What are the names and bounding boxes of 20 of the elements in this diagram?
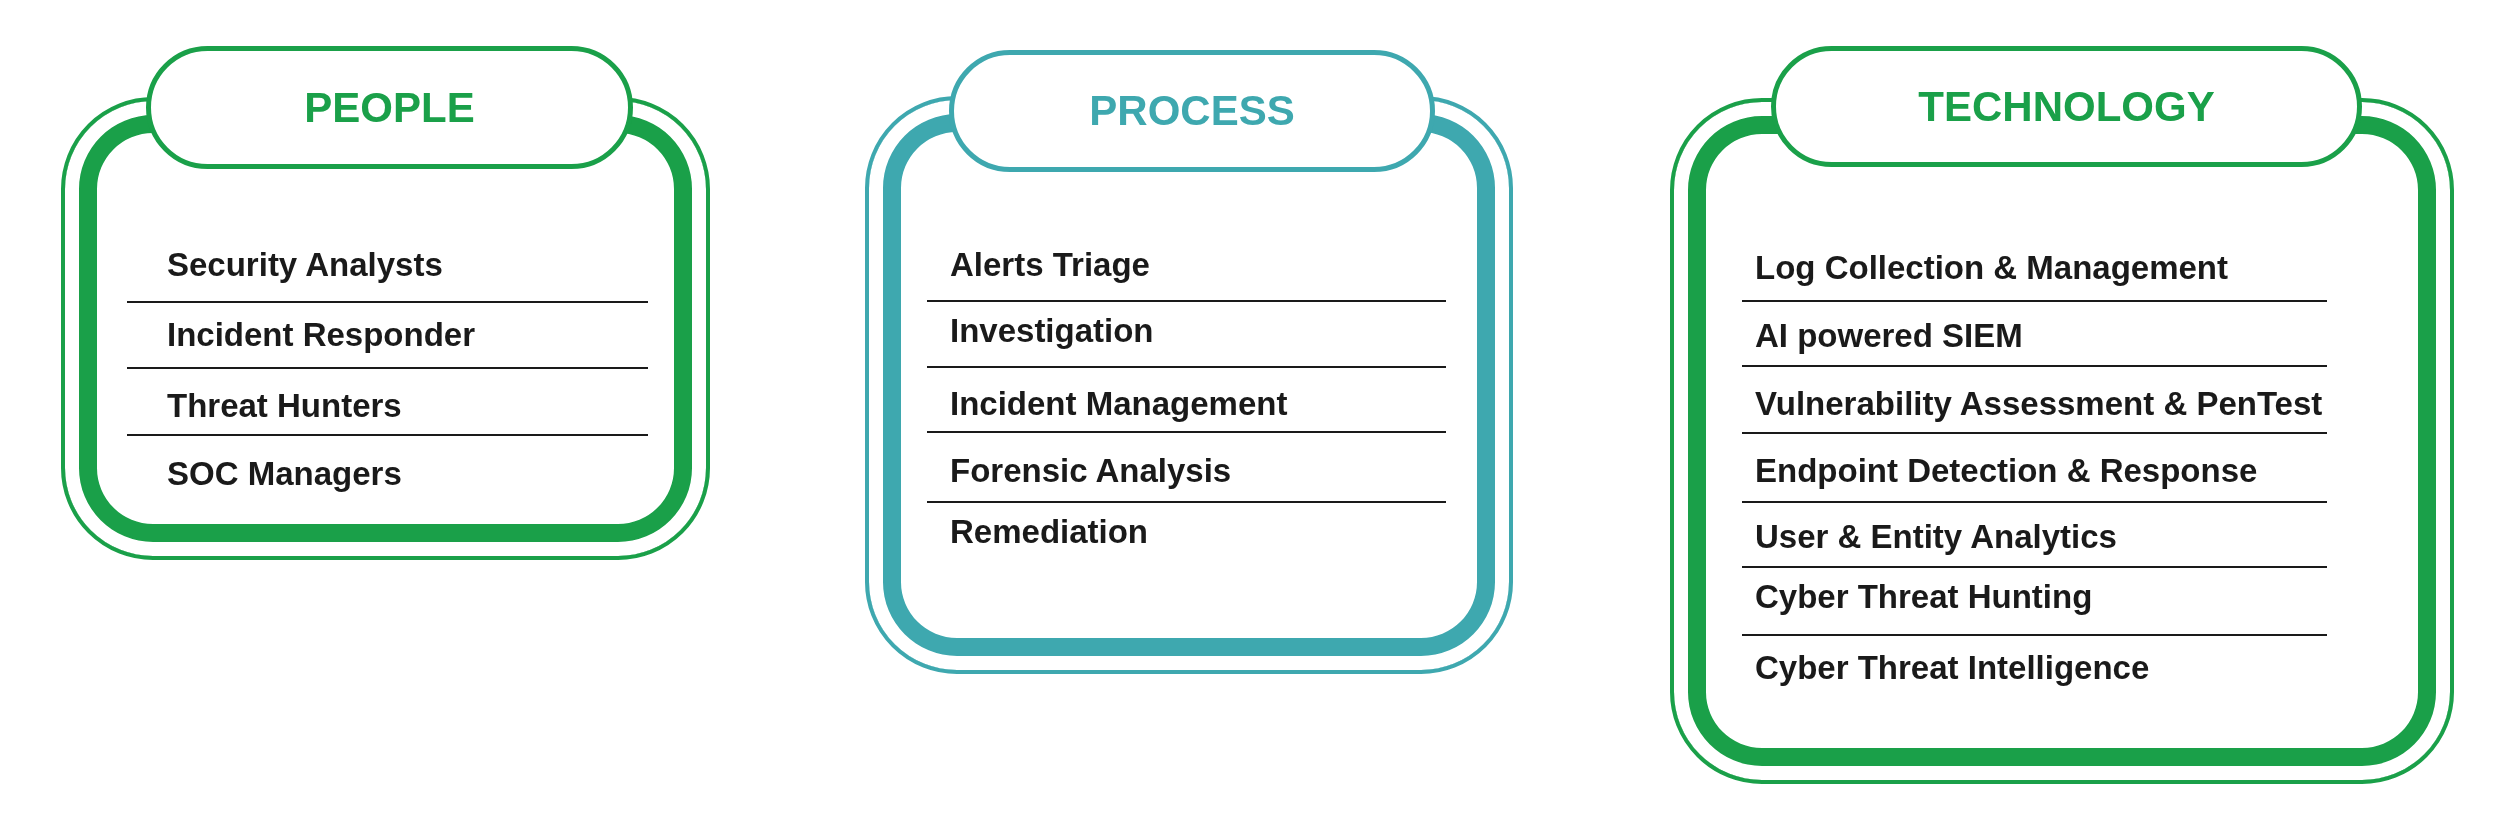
list-item-text: Incident Management xyxy=(950,384,1288,424)
heading-text: PROCESS xyxy=(1089,86,1295,136)
list-item-text: Threat Hunters xyxy=(167,386,402,426)
heading-text: PEOPLE xyxy=(304,82,475,133)
list-item-text: Investigation xyxy=(950,311,1154,351)
list-item-text: Cyber Threat Intelligence xyxy=(1755,648,2150,688)
list-item-text: Forensic Analysis xyxy=(950,451,1232,491)
card-frame xyxy=(865,96,1513,674)
list-item-text: Remediation xyxy=(950,512,1149,552)
list-item-text: Security Analysts xyxy=(167,245,443,285)
list-item-text: Incident Responder xyxy=(167,315,476,355)
list-item-text: Log Collection & Management xyxy=(1755,248,2229,288)
list-item-text: AI powered SIEM xyxy=(1755,316,2023,356)
heading-text: TECHNOLOGY xyxy=(1918,81,2215,132)
list-item-text: Alerts Triage xyxy=(950,245,1150,285)
list-item-text: Endpoint Detection & Response xyxy=(1755,451,2258,491)
list-item-text: User & Entity Analytics xyxy=(1755,517,2117,557)
list-item-text: Vulnerability Assessment & PenTest xyxy=(1755,384,2323,424)
list-item-text: SOC Managers xyxy=(167,454,402,494)
list-item-text: Cyber Threat Hunting xyxy=(1755,577,2093,617)
